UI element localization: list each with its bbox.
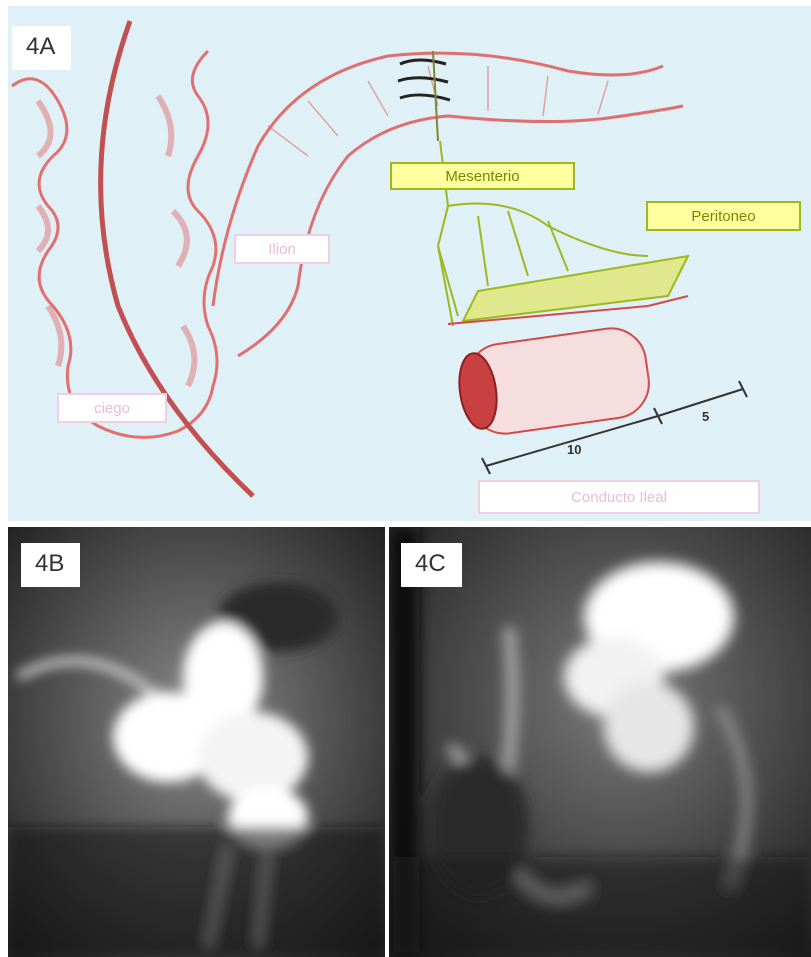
label-conducto-ileal: Conducto Ileal (478, 480, 760, 514)
label-peritoneo: Peritoneo (646, 201, 801, 231)
label-ciego: ciego (57, 393, 167, 423)
suture-marks (398, 51, 450, 141)
figure-panel-4a: 4A Ilion Mesenterio Peritoneo ciego Cond… (8, 6, 811, 521)
label-mesenterio: Mesenterio (390, 162, 575, 190)
panel-label-4b: 4B (21, 543, 80, 587)
panel-label-4a: 4A (12, 26, 71, 70)
dimension-10: 10 (567, 442, 581, 457)
xray-image-4b (8, 527, 385, 957)
peritoneum-flap (463, 256, 688, 321)
dimension-5: 5 (702, 409, 709, 424)
label-ilion: Ilion (234, 234, 330, 264)
figure-panel-4c: 4C (389, 527, 811, 957)
figure-panel-4b: 4B (8, 527, 385, 957)
cecum-drawing (12, 51, 217, 437)
xray-image-4c (389, 527, 811, 957)
surgical-drawing (8, 6, 811, 521)
panel-label-4c: 4C (401, 543, 462, 587)
appendix-drawing (101, 21, 253, 496)
